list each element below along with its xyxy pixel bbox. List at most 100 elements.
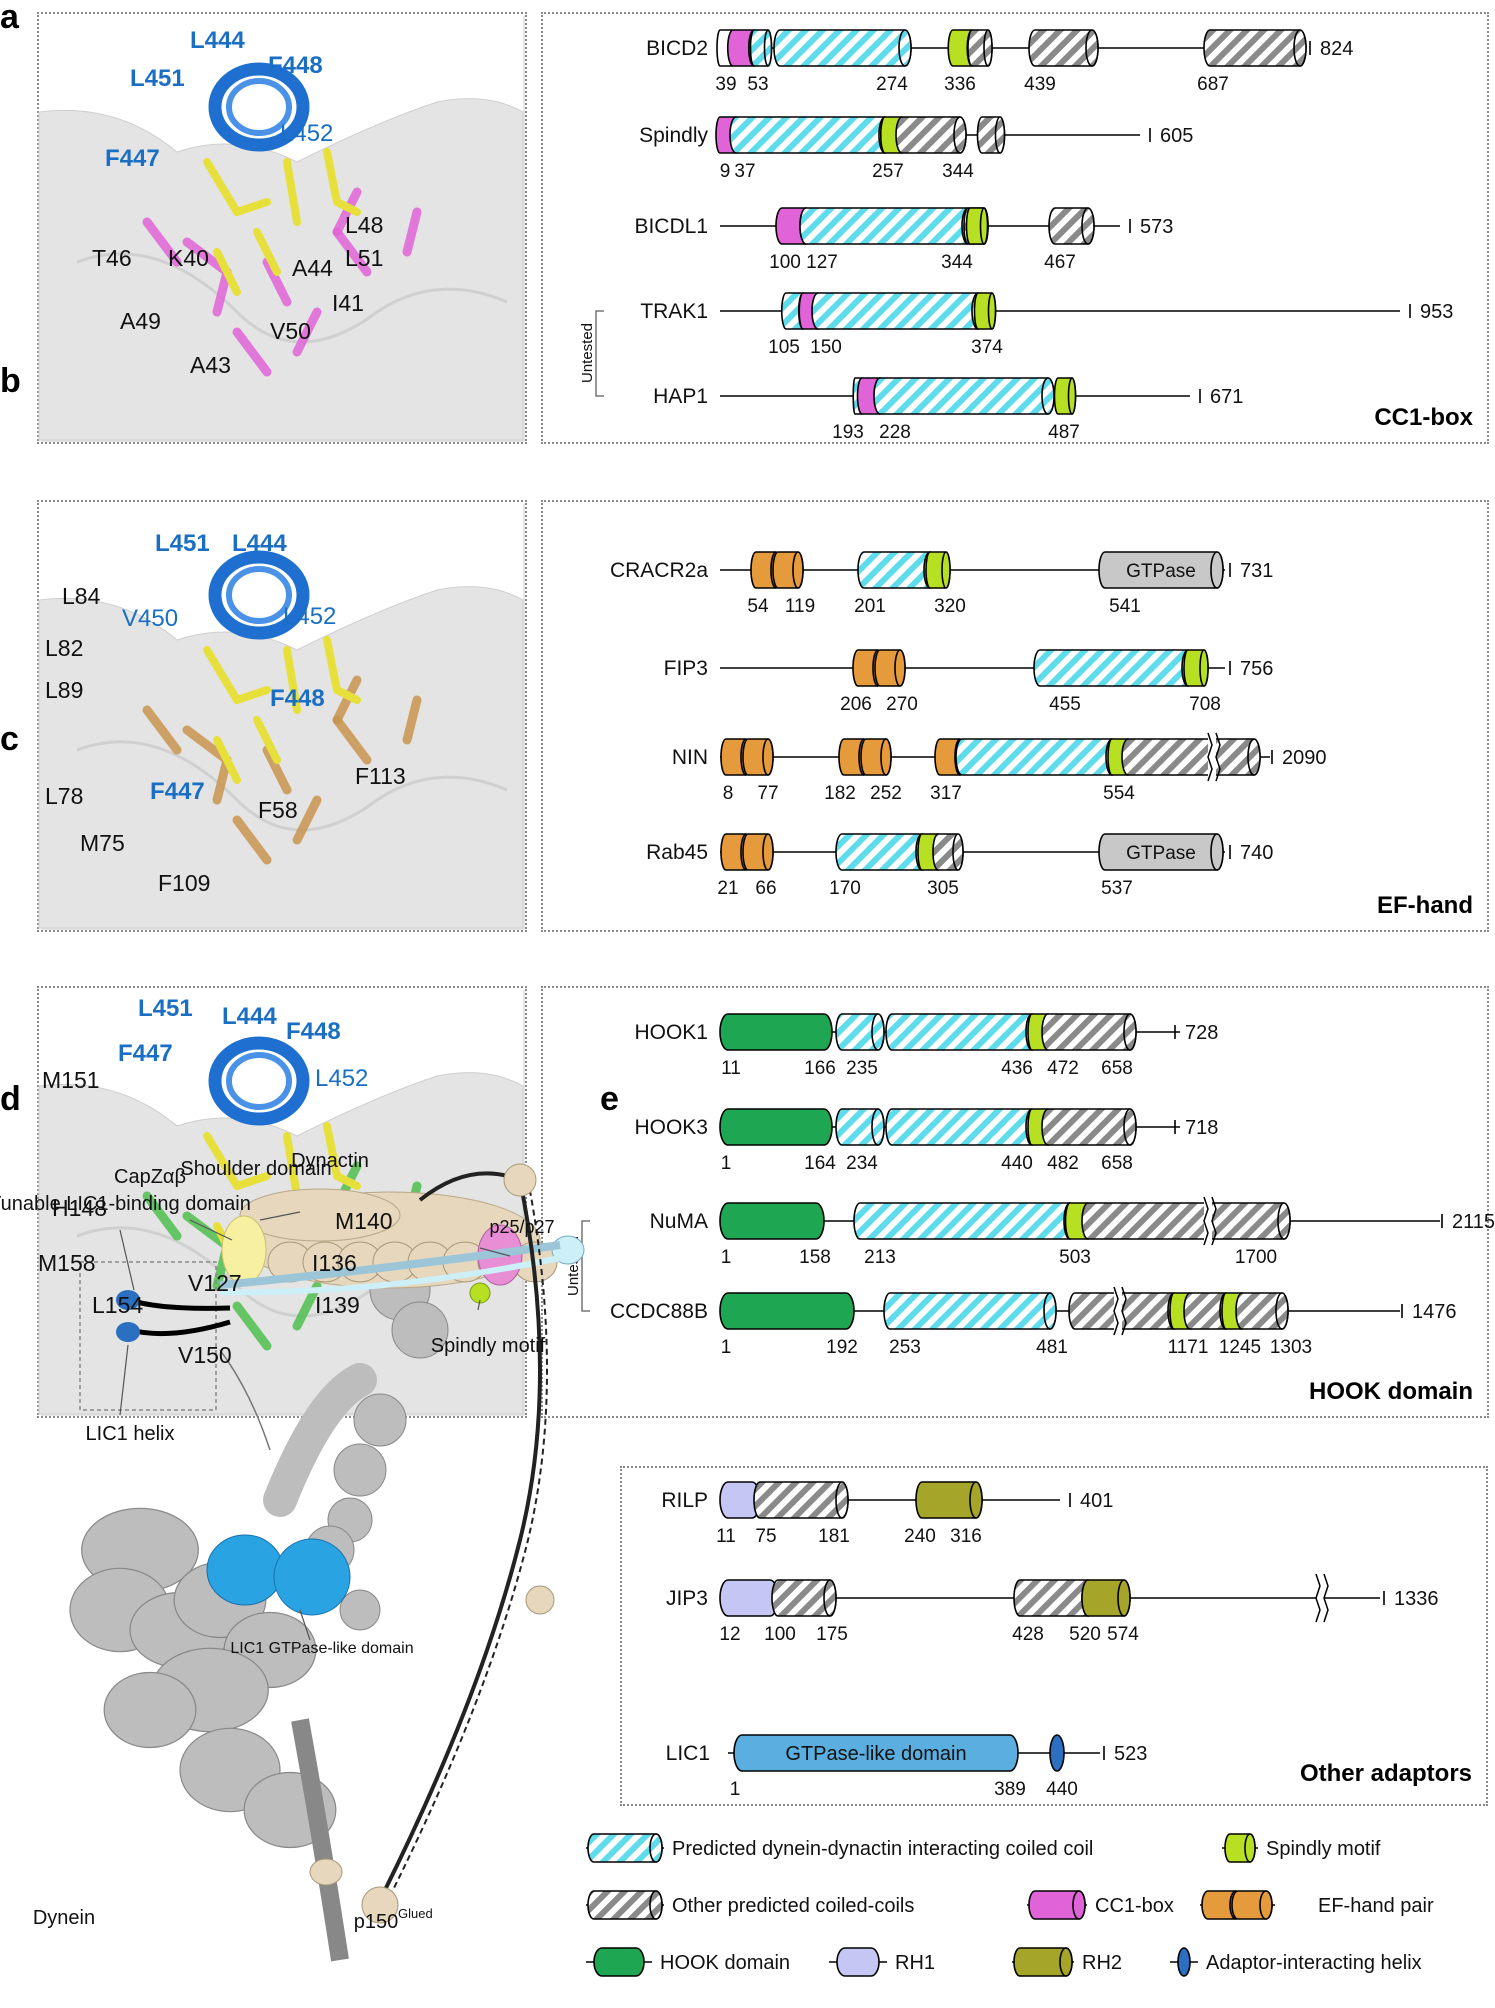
- residue-number: 554: [1103, 783, 1135, 804]
- protein-name: NIN: [672, 746, 708, 769]
- residue-label: L452: [280, 120, 334, 147]
- residue-number: 240: [904, 1526, 936, 1547]
- residue-label: V50: [270, 318, 311, 344]
- p150-arm: [387, 1179, 548, 1901]
- residue-number: 317: [930, 783, 962, 804]
- residue-number: 374: [971, 337, 1003, 358]
- residue-number: 201: [854, 596, 886, 617]
- protein-name: CRACR2a: [610, 559, 708, 582]
- residue-number: 164: [804, 1153, 836, 1174]
- residue-number: 37: [734, 161, 755, 182]
- residue-label: F109: [158, 870, 211, 896]
- spindly-motif: [1053, 377, 1077, 415]
- residue-number: 100: [769, 252, 801, 273]
- residue-number: 658: [1101, 1153, 1133, 1174]
- box-title-e: Other adaptors: [1299, 1760, 1472, 1787]
- residue-label: M158: [38, 1250, 96, 1276]
- dynein-motor-blob: [103, 1671, 197, 1749]
- legend-label: Spindly motif: [1266, 1838, 1381, 1860]
- protein-length: 1476: [1412, 1301, 1457, 1323]
- protein-name: TRAK1: [640, 300, 708, 323]
- residue-number: 228: [879, 422, 911, 443]
- coiled-coil: [835, 1108, 885, 1146]
- rh2-domain: [1081, 1579, 1131, 1617]
- p150-blob: [525, 1585, 555, 1615]
- hook-domain: [719, 1013, 833, 1051]
- residue-label: F448: [270, 685, 325, 712]
- protein-length: 2090: [1282, 747, 1327, 769]
- leader-line: [189, 1219, 233, 1241]
- hook-domain: [719, 1292, 855, 1330]
- break-mark: [1203, 1196, 1217, 1246]
- coiled-coil-other: [1048, 207, 1095, 245]
- legend-item-rh2: RH2: [1012, 1947, 1122, 1977]
- legend-swatch: [1028, 1890, 1086, 1920]
- residue-label: I139: [315, 1292, 360, 1318]
- residue-number: 235: [846, 1058, 878, 1079]
- protein-length: 671: [1210, 386, 1243, 408]
- residue-number: 687: [1197, 74, 1229, 95]
- residue-number: 436: [1001, 1058, 1033, 1079]
- legend-label: Predicted dynein-dynactin interacting co…: [672, 1838, 1093, 1860]
- coiled-coil: [873, 377, 1055, 415]
- label-dynein: Dynein: [33, 1907, 95, 1929]
- protein-length: 731: [1240, 560, 1273, 582]
- residue-label: F447: [105, 145, 160, 172]
- coiled-coil: [811, 292, 985, 330]
- adaptor-interacting-helix: [1049, 1734, 1065, 1772]
- residue-number: 1: [721, 1153, 732, 1174]
- panel-label-d: d: [0, 1080, 21, 1118]
- coiled-coil: [885, 1108, 1039, 1146]
- protein-name: HOOK3: [634, 1116, 708, 1139]
- lic1-gtpase-blob: [273, 1538, 351, 1616]
- coiled-coil: [857, 551, 937, 589]
- coiled-coil: [885, 1013, 1039, 1051]
- adaptor-coiled-coil: [219, 1255, 561, 1296]
- p150-blob: [309, 1858, 343, 1886]
- residue-label: V150: [178, 1342, 232, 1368]
- protein-name: LIC1: [666, 1742, 710, 1765]
- domain-box-c: HOOK domain: [541, 986, 1489, 1418]
- residue-number: 336: [944, 74, 976, 95]
- lic1-tether: [219, 1349, 271, 1451]
- protein-surface-structure: [38, 502, 524, 929]
- residue-label: V450: [122, 605, 179, 632]
- residue-label: L48: [345, 212, 384, 238]
- coiled-coil: [729, 116, 892, 154]
- panel-label-c: c: [0, 720, 19, 758]
- residue-number: 206: [840, 694, 872, 715]
- residue-label: A44: [292, 255, 333, 281]
- dynein-subunit: [391, 1301, 449, 1359]
- residue-label: L444: [232, 530, 287, 557]
- lic1-helix-icon: [116, 1322, 140, 1342]
- dynein-subunit: [339, 1589, 381, 1631]
- legend-item-efhand: EF-hand pair: [1200, 1890, 1434, 1920]
- residue-number: 467: [1044, 252, 1076, 273]
- gtpase-label: GTPase: [1126, 561, 1196, 582]
- coiled-coil: [773, 29, 912, 67]
- untested-bracket: [581, 1220, 590, 1312]
- hook-domain: [719, 1108, 833, 1146]
- residue-number: 520: [1069, 1624, 1101, 1645]
- coiled-coil-other: [1068, 1292, 1181, 1330]
- residue-number: 428: [1012, 1624, 1044, 1645]
- protein-surface-structure: [38, 14, 524, 441]
- coiled-coil: [749, 29, 773, 67]
- residue-label: I136: [312, 1250, 357, 1276]
- label-lic1-binding-domain: Tunable LIC1-binding domain: [0, 1193, 251, 1215]
- spindly-motif: [1183, 649, 1209, 687]
- residue-number: 77: [757, 783, 778, 804]
- legend-label: CC1-box: [1095, 1895, 1174, 1917]
- residue-label: F447: [118, 1040, 173, 1067]
- coiled-coil: [853, 1202, 1077, 1240]
- spindly-motif: [965, 207, 989, 245]
- coiled-coil-other: [753, 1481, 849, 1519]
- residue-number: 213: [864, 1247, 896, 1268]
- residue-label: F448: [286, 1018, 341, 1045]
- ef-hand: [742, 738, 774, 776]
- residue-number: 1: [721, 1247, 732, 1268]
- legend-item-spindly: Spindly motif: [1222, 1833, 1381, 1863]
- legend-label: RH1: [895, 1952, 935, 1974]
- rh1-domain: [719, 1579, 779, 1617]
